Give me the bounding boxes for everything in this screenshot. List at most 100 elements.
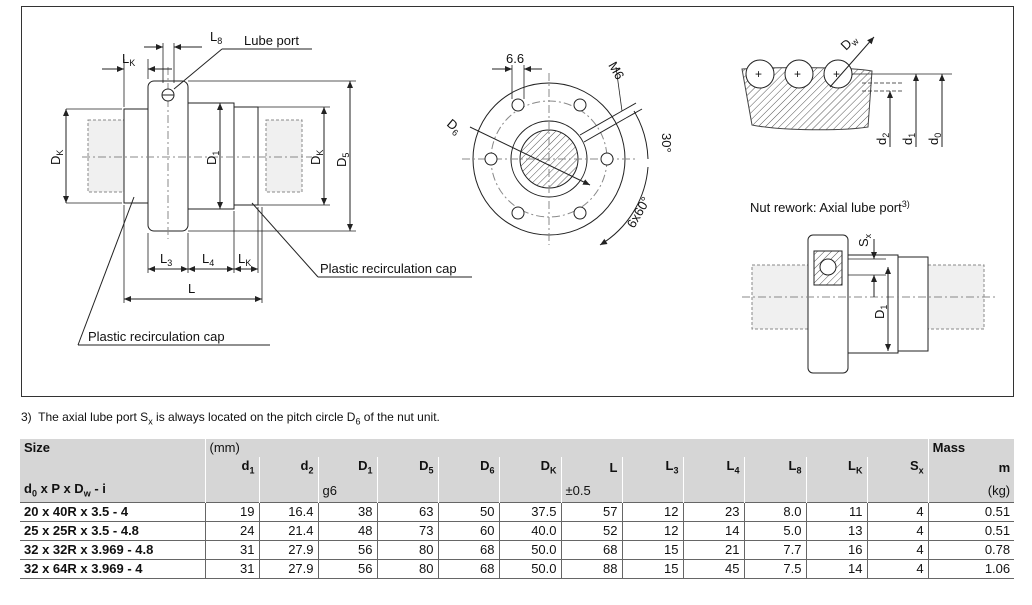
header-note-D6 [437,479,499,503]
value-cell-Sx: 4 [866,521,929,541]
value-cell-LK: 16 [805,540,867,560]
header-m: m [927,457,1015,480]
label-angle-6x60: 6x60° [624,194,654,230]
footnote: 3) The axial lube port Sx is always loca… [21,410,440,427]
label-d5: D5 [334,153,351,167]
header-L8: L8 [743,457,806,480]
value-cell-L8: 8.0 [743,502,806,522]
label-lube-port: Lube port [244,33,299,48]
size-cell: 20 x 40R x 3.5 - 4 [20,502,205,522]
header-d2: d2 [258,457,318,480]
label-d2: d2 [874,133,891,145]
header-unit: (mm) [204,439,929,457]
header-D5: D5 [376,457,438,480]
value-cell-L4: 45 [682,559,744,580]
value-cell-d2: 27.9 [258,559,318,580]
value-cell-d1: 19 [204,502,259,522]
value-cell-DK: 50.0 [498,559,561,580]
label-dw: Dw [838,31,862,55]
value-cell-D5: 80 [376,540,438,560]
nut-front-view: M6 6.6 D6 30° 6x60° [443,51,674,246]
value-cell-D6: 68 [437,559,499,580]
label-l3: L3 [160,251,172,268]
label-l8: L8 [210,29,222,46]
value-cell-DK: 50.0 [498,540,561,560]
value-cell-d2: 16.4 [258,502,318,522]
header-note-L: ±0.5 [560,479,622,503]
header-note-L3 [621,479,683,503]
drawing-frame: L8 Lube port LK DK D1 DK [21,6,1014,397]
label-dk-left: DK [48,150,65,165]
value-cell-LK: 11 [805,502,867,522]
header-note-DK [498,479,561,503]
header-note-d2 [258,479,318,503]
header-LK: LK [805,457,867,480]
value-cell-DK: 37.5 [498,502,561,522]
nut-rework-view: Nut rework: Axial lube port3) Sx D1 [742,199,997,374]
value-cell-D5: 80 [376,559,438,580]
value-cell-L4: 21 [682,540,744,560]
value-cell-D5: 73 [376,521,438,541]
value-cell-D1: 56 [317,559,377,580]
value-cell-L: 57 [560,502,622,522]
header-note-D1: g6 [317,479,377,503]
value-cell-D5: 63 [376,502,438,522]
header-size: Size [20,439,205,457]
value-cell-L: 52 [560,521,622,541]
label-d0: d0 [926,133,943,145]
header-note-d1 [204,479,259,503]
svg-text:+: + [794,67,801,81]
header-note-D5 [376,479,438,503]
label-dk-right: DK [308,150,325,165]
value-cell-DK: 40.0 [498,521,561,541]
svg-text:+: + [833,67,840,81]
label-d6: D6 [443,116,465,138]
value-cell-m: 0.51 [927,521,1015,541]
header-mass: Mass [927,439,1015,457]
header-L: L [560,457,622,480]
nut-side-view: L8 Lube port LK DK D1 DK [48,29,472,346]
value-cell-L3: 12 [621,521,683,541]
value-cell-D1: 48 [317,521,377,541]
value-cell-Sx: 4 [866,540,929,560]
header-note-m: (kg) [927,479,1015,503]
value-cell-L8: 7.5 [743,559,806,580]
label-lk-bottom: LK [238,251,251,268]
value-cell-D1: 56 [317,540,377,560]
value-cell-D1: 38 [317,502,377,522]
value-cell-L4: 23 [682,502,744,522]
value-cell-m: 0.78 [927,540,1015,560]
label-angle-30: 30° [659,133,674,153]
label-plastic-cap-right: Plastic recirculation cap [320,261,457,276]
svg-text:+: + [755,67,762,81]
label-nut-rework: Nut rework: Axial lube port3) [750,199,910,215]
header-L4: L4 [682,457,744,480]
header-blank [20,457,205,480]
value-cell-Sx: 4 [866,559,929,580]
header-row-1: Size (mm) Mass [20,439,1015,457]
value-cell-d2: 27.9 [258,540,318,560]
label-lk-top: LK [122,51,135,68]
value-cell-d1: 24 [204,521,259,541]
header-D6: D6 [437,457,499,480]
value-cell-L: 68 [560,540,622,560]
header-DK: DK [498,457,561,480]
value-cell-Sx: 4 [866,502,929,522]
value-cell-L8: 5.0 [743,521,806,541]
value-cell-L4: 14 [682,521,744,541]
header-note-L4 [682,479,744,503]
size-cell: 32 x 32R x 3.969 - 4.8 [20,540,205,560]
label-sx: Sx [856,233,873,247]
header-row-notes: d0 x P x Dw - i g6±0.5(kg) [20,479,1015,503]
value-cell-LK: 13 [805,521,867,541]
value-cell-LK: 14 [805,559,867,580]
label-l4: L4 [202,251,214,268]
header-note-LK [805,479,867,503]
header-D1: D1 [317,457,377,480]
header-d1: d1 [204,457,259,480]
